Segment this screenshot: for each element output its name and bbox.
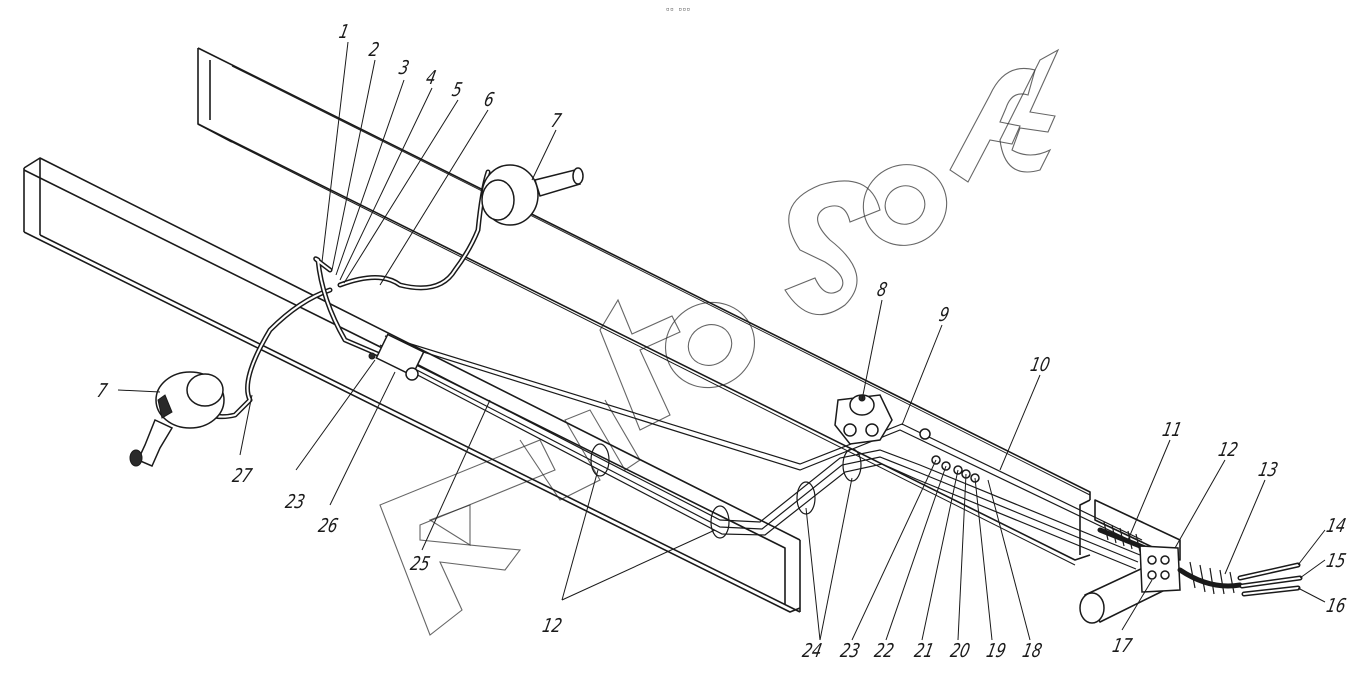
callout-10: 10 [1028, 355, 1052, 377]
callout-27: 27 [230, 466, 254, 488]
callout-20: 20 [948, 641, 972, 663]
callout-22: 22 [872, 641, 896, 663]
top-mark: ▫▫ ▫▫▫ [666, 6, 691, 13]
watermark [379, 48, 1060, 636]
flexible-hoses [197, 169, 491, 420]
spiral-and-bulkhead [1097, 521, 1181, 593]
callout-24: 24 [800, 641, 824, 663]
callout-18: 18 [1020, 641, 1044, 663]
callout-6: 6 [482, 90, 496, 112]
callout-3: 3 [397, 58, 411, 80]
valve-26 [368, 333, 425, 381]
callout-1: 1 [337, 22, 351, 44]
callout-9: 9 [937, 305, 951, 327]
callout-5: 5 [450, 80, 464, 102]
brake-chamber-upper [481, 164, 584, 226]
callout-8: 8 [875, 280, 889, 302]
callout-23-right: 23 [838, 641, 862, 663]
callout-7-lower: 7 [95, 381, 109, 403]
callout-15: 15 [1324, 551, 1348, 573]
callout-11: 11 [1160, 420, 1184, 442]
callout-16: 16 [1324, 596, 1348, 618]
callout-12-left: 12 [540, 616, 564, 638]
callout-7-upper: 7 [549, 111, 563, 133]
callout-14: 14 [1324, 516, 1348, 538]
pipe-bundle-lower [379, 335, 1143, 570]
brake-chamber-lower [129, 371, 225, 467]
pipe-clamps [590, 443, 862, 539]
fittings-cluster [919, 428, 980, 483]
callout-12-right: 12 [1216, 440, 1240, 462]
callout-13: 13 [1256, 460, 1280, 482]
callout-17: 17 [1110, 636, 1134, 658]
callout-26: 26 [316, 516, 340, 538]
callout-25: 25 [408, 554, 432, 576]
callout-19: 19 [984, 641, 1008, 663]
callout-23-left: 23 [283, 492, 307, 514]
callout-labels: 1 2 3 4 5 6 7 7 8 9 10 11 12 12 13 14 15… [95, 22, 1348, 663]
callout-4: 4 [424, 68, 438, 90]
relay-valve-8 [834, 394, 893, 445]
leader-lines [117, 41, 1326, 641]
rear-cross-tube [1079, 499, 1181, 624]
callout-21: 21 [912, 641, 936, 663]
callout-2: 2 [367, 40, 381, 62]
outgoing-lines [1177, 561, 1303, 597]
